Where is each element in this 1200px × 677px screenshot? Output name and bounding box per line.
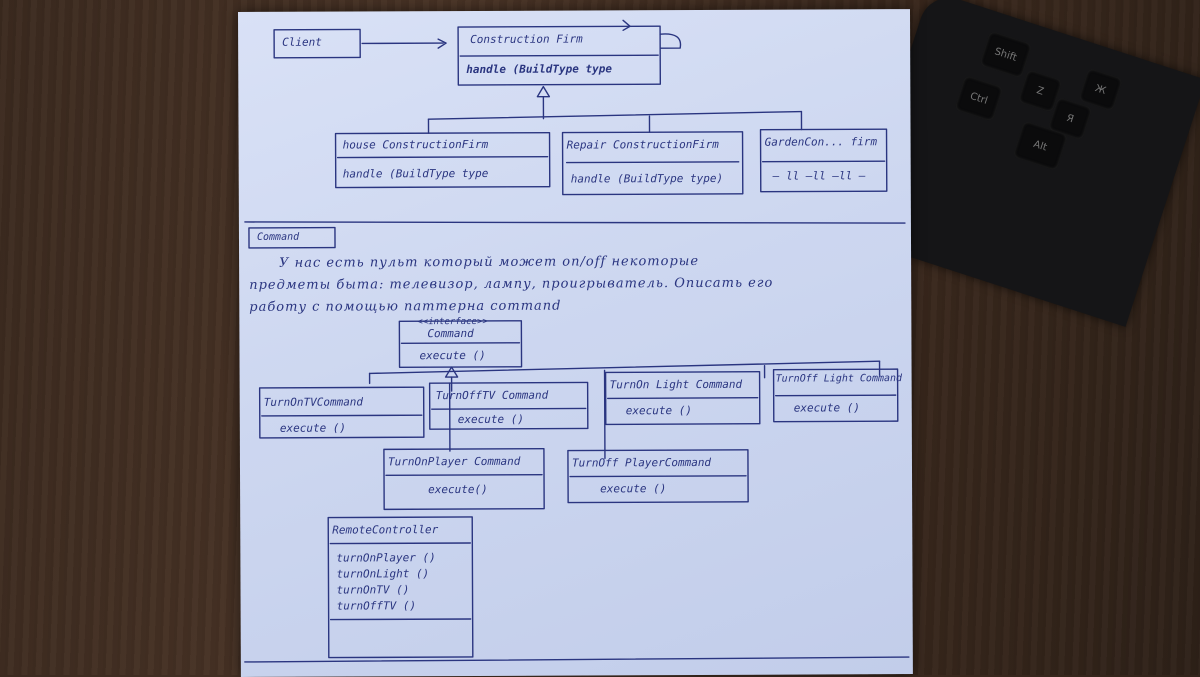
client-label: Client [282, 36, 322, 49]
turn-on-light-method: execute () [626, 404, 692, 417]
turn-off-tv-label: TurnOffTV Command [436, 389, 549, 402]
paper-sheet: Client Construction Firm handle (BuildTy… [238, 9, 913, 677]
turn-off-player-method: execute () [600, 482, 666, 495]
turn-on-light-label: TurnOn Light Command [610, 378, 743, 392]
remote-method: turnOnTV () [336, 583, 409, 596]
house-construction-method: handle (BuildType type [343, 167, 489, 181]
keyboard-key: Shift [979, 31, 1032, 79]
remote-controller-label: RemoteController [332, 523, 438, 536]
interface-stereotype: <<interface>> [417, 317, 487, 327]
remote-method: turnOffTV () [337, 599, 417, 612]
repair-construction-method: handle (BuildType type) [571, 172, 723, 186]
construction-firm-label: Construction Firm [470, 32, 583, 45]
note-line-1: У нас есть пульт который может on/off не… [279, 254, 699, 271]
repair-construction-label: Repair ConstructionFirm [567, 138, 719, 152]
turn-on-player-method: execute() [428, 483, 488, 496]
section-title: Command [257, 232, 299, 243]
turn-off-light-label: TurnOff Light Command [776, 373, 902, 385]
garden-construction-label: GardenCon... firm [765, 135, 878, 148]
house-construction-label: house ConstructionFirm [343, 138, 489, 152]
turn-off-tv-method: execute () [458, 413, 524, 426]
turn-off-light-method: execute () [794, 401, 860, 414]
garden-construction-method: — ll —ll —ll — [773, 169, 866, 182]
turn-off-player-label: TurnOff PlayerCommand [572, 456, 711, 470]
note-line-3: работу с помощью паттерна command [249, 299, 561, 315]
turn-on-tv-method: execute () [280, 422, 346, 435]
command-interface-method: execute () [419, 349, 485, 362]
note-line-2: предметы быта: телевизор, лампу, проигры… [249, 276, 773, 293]
remote-method: turnOnLight () [336, 567, 429, 580]
turn-on-tv-label: TurnOnTVCommand [264, 395, 363, 408]
command-interface-label: Command [427, 327, 473, 340]
construction-firm-method: handle (BuildType type [466, 62, 612, 76]
keyboard-key: Ctrl [954, 75, 1003, 122]
remote-method: turnOnPlayer () [336, 551, 435, 564]
turn-on-player-label: TurnOnPlayer Command [388, 455, 521, 469]
